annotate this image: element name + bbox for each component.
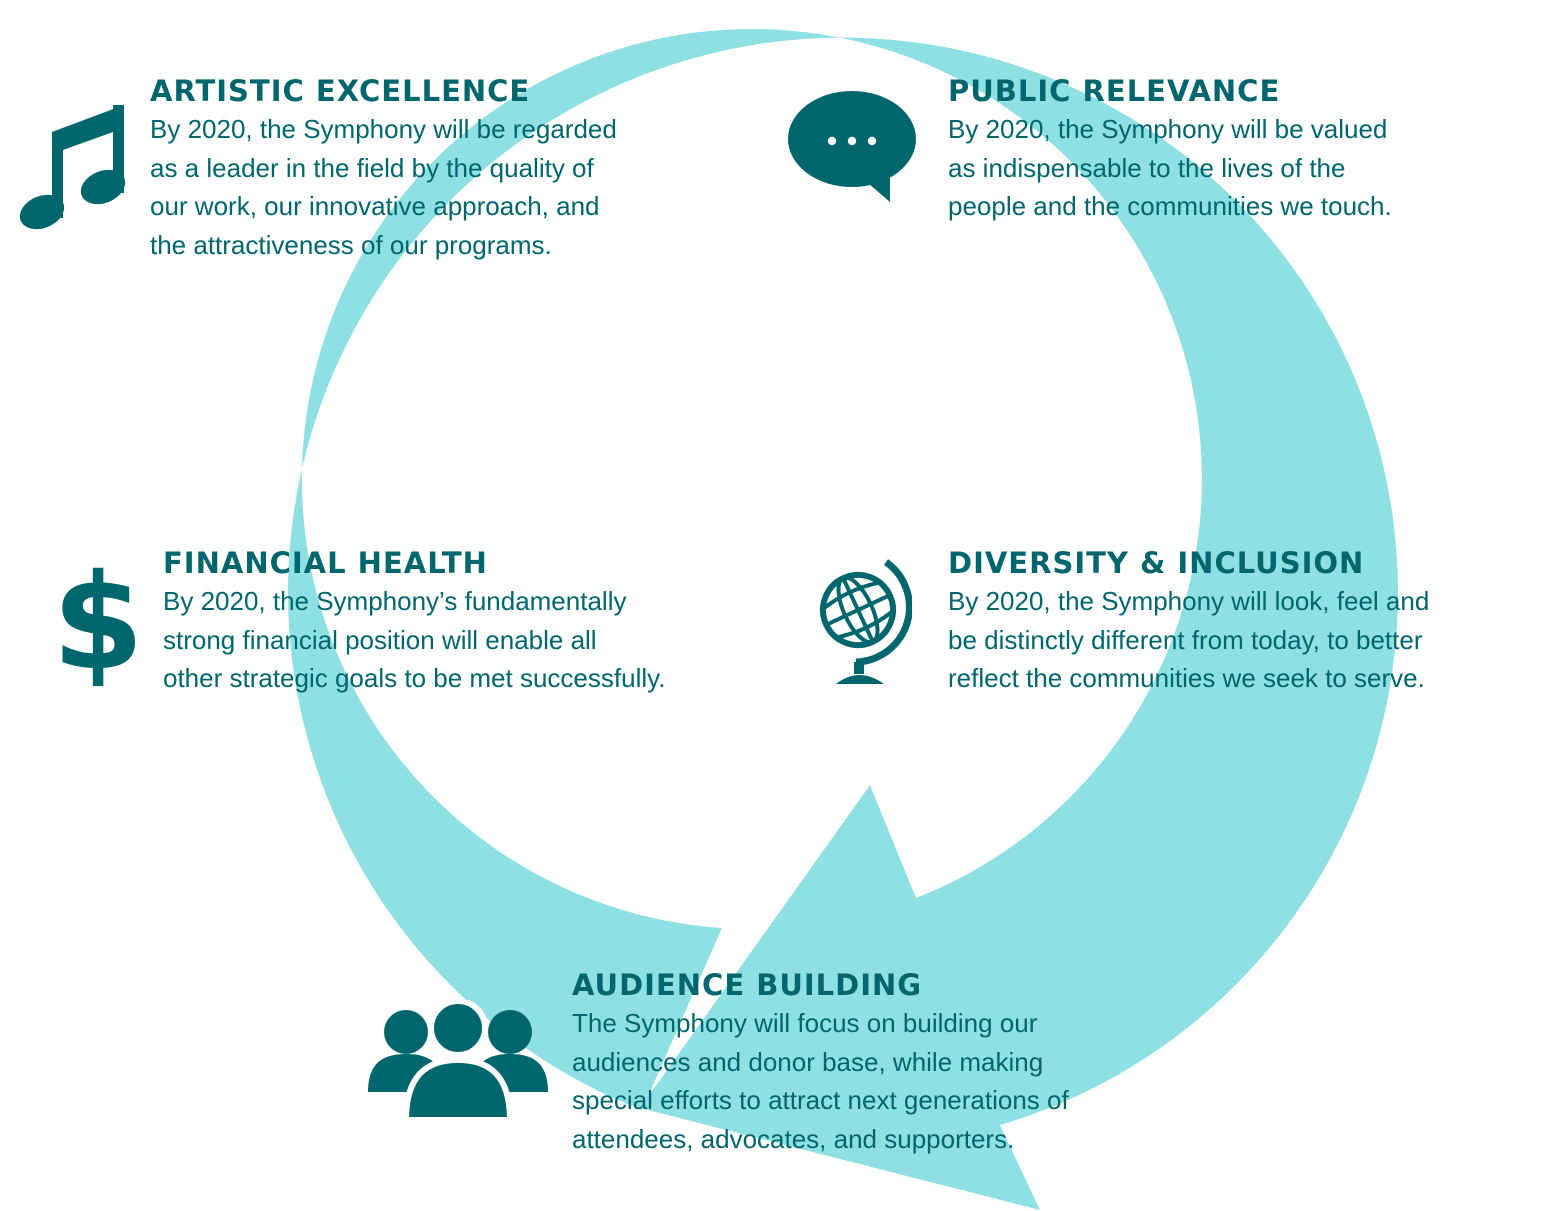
circular-arrow-band: [287, 28, 1398, 1210]
goal-title: PUBLIC RELEVANCE: [948, 74, 1281, 108]
goal-title: ARTISTIC EXCELLENCE: [150, 74, 531, 108]
goal-description: By 2020, the Symphony will be valued as …: [948, 114, 1392, 222]
goal-title: FINANCIAL HEALTH: [163, 546, 488, 580]
dollar-icon: $: [56, 558, 140, 686]
goal-title: DIVERSITY & INCLUSION: [948, 546, 1365, 580]
music-note-icon: [19, 105, 126, 230]
goal-description: By 2020, the Symphony will be regarded a…: [150, 114, 617, 260]
goal-artistic-excellence: ARTISTIC EXCELLENCE By 2020, the Symphon…: [150, 76, 617, 264]
goal-public-relevance: PUBLIC RELEVANCE By 2020, the Symphony w…: [948, 76, 1392, 226]
people-icon: [368, 1000, 548, 1123]
speech-bubble-icon: [788, 91, 916, 202]
goal-financial-health: FINANCIAL HEALTH By 2020, the Symphony’s…: [163, 548, 665, 698]
goal-diversity-inclusion: DIVERSITY & INCLUSION By 2020, the Symph…: [948, 548, 1429, 698]
goal-description: By 2020, the Symphony’s fundamentally st…: [163, 586, 666, 694]
goal-title: AUDIENCE BUILDING: [572, 968, 923, 1002]
goal-description: By 2020, the Symphony will look, feel an…: [948, 586, 1430, 694]
globe-icon: [820, 559, 912, 684]
svg-text:$: $: [56, 558, 140, 686]
goal-audience-building: AUDIENCE BUILDING The Symphony will focu…: [572, 970, 1069, 1158]
goal-description: The Symphony will focus on building our …: [572, 1008, 1069, 1154]
